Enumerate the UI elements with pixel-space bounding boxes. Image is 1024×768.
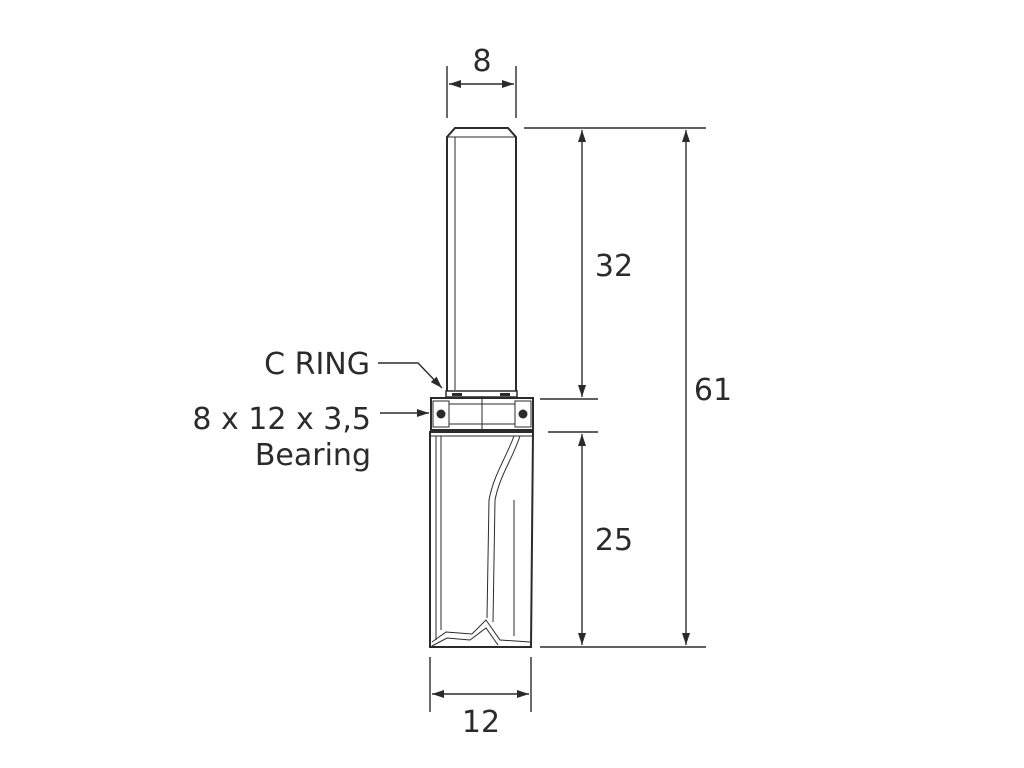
- shank-diameter-label: 8: [472, 44, 491, 79]
- bearing-label: Bearing: [255, 438, 371, 473]
- cutter-body: [429, 431, 535, 648]
- bearing: [430, 396, 534, 432]
- overall-length-label: 61: [694, 373, 732, 408]
- shank-length-label: 32: [595, 249, 633, 284]
- bearing-callout: 8 x 12 x 3,5 Bearing: [192, 402, 429, 473]
- c-ring-label: C RING: [264, 347, 370, 382]
- overall-length-dimension: 61: [682, 130, 732, 645]
- bearing-ball-left: [436, 409, 446, 419]
- extension-lines: [524, 127, 706, 648]
- shank-diameter-dimension: 8: [446, 44, 517, 118]
- cutting-length-dimension: 25: [578, 434, 633, 645]
- cutting-diameter-dimension: 12: [429, 657, 532, 740]
- cutting-diameter-label: 12: [462, 705, 500, 740]
- c-ring-callout: C RING: [264, 347, 443, 389]
- shank-length-dimension: 32: [578, 130, 633, 397]
- bearing-ball-right: [518, 409, 528, 419]
- shank: [446, 127, 517, 392]
- bearing-size-label: 8 x 12 x 3,5: [192, 402, 371, 437]
- cutting-length-label: 25: [595, 523, 633, 558]
